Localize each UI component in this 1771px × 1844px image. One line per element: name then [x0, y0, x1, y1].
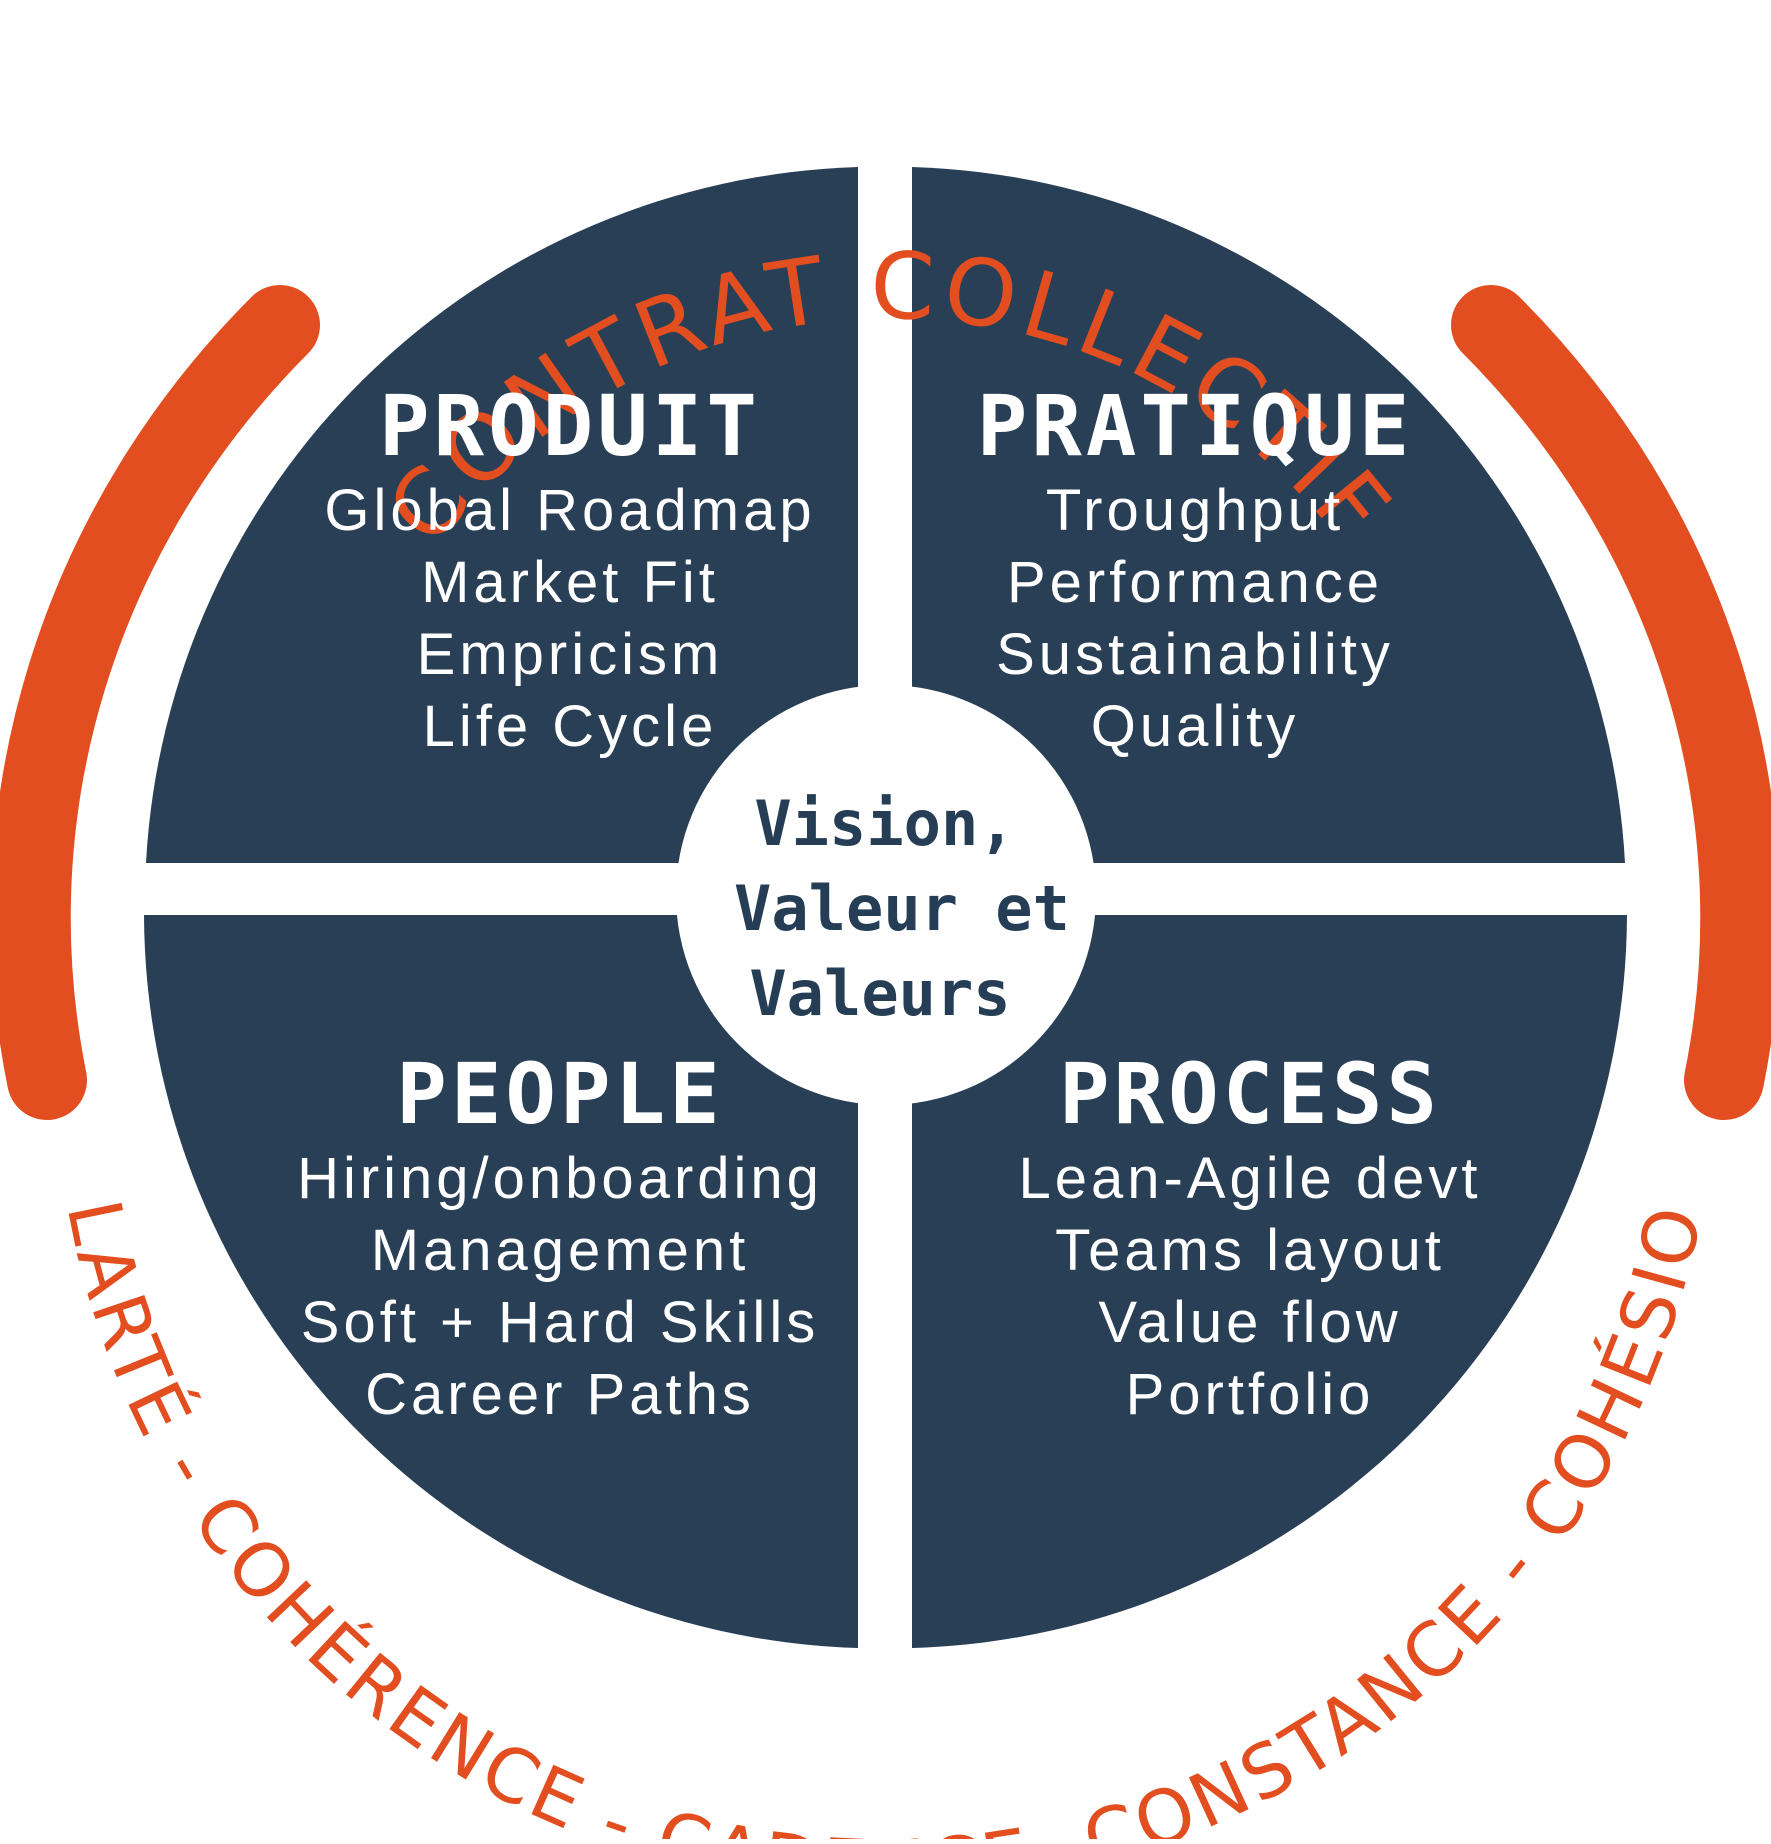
people-item: Management [371, 1218, 750, 1283]
produit-item: Global Roadmap [324, 478, 815, 543]
pratique-block: PRATIQUE Troughput Performance Sustainab… [977, 377, 1414, 759]
produit-title: PRODUIT [379, 377, 761, 475]
people-item: Soft + Hard Skills [301, 1290, 819, 1355]
process-item: Teams layout [1055, 1218, 1445, 1283]
pratique-item: Quality [1091, 694, 1300, 759]
pratique-item: Performance [1007, 550, 1383, 615]
produit-item: Market Fit [421, 550, 719, 615]
produit-item: Empricism [417, 622, 724, 687]
right-accent-arc [1451, 285, 1771, 1120]
pratique-title: PRATIQUE [977, 377, 1414, 475]
people-item: Career Paths [365, 1362, 755, 1427]
center-line: Vision, [754, 787, 1015, 860]
process-title: PROCESS [1059, 1045, 1441, 1143]
pratique-item: Sustainability [996, 622, 1394, 687]
left-accent-arc [0, 285, 320, 1120]
process-item: Portfolio [1126, 1362, 1375, 1427]
center-line: Valeurs [749, 957, 1010, 1030]
produit-item: Life Cycle [423, 694, 718, 759]
center-line: Valeur et [734, 872, 1070, 945]
quadrant-pratique [912, 167, 1625, 863]
produit-block: PRODUIT Global Roadmap Market Fit Empric… [324, 377, 815, 759]
center-circle [676, 685, 1096, 1105]
process-item: Lean-Agile devt [1018, 1146, 1481, 1211]
people-block: PEOPLE Hiring/onboarding Management Soft… [297, 1045, 823, 1427]
process-block: PROCESS Lean-Agile devt Teams layout Val… [1018, 1045, 1481, 1427]
center-label: Vision, Valeur et Valeurs [734, 787, 1070, 1030]
process-item: Value flow [1098, 1290, 1401, 1355]
people-title: PEOPLE [396, 1045, 723, 1143]
quadrant-produit [146, 167, 858, 863]
pratique-item: Troughput [1046, 478, 1344, 543]
people-item: Hiring/onboarding [297, 1146, 823, 1211]
quadrant-process [912, 915, 1627, 1648]
quadrant-people [144, 915, 858, 1648]
